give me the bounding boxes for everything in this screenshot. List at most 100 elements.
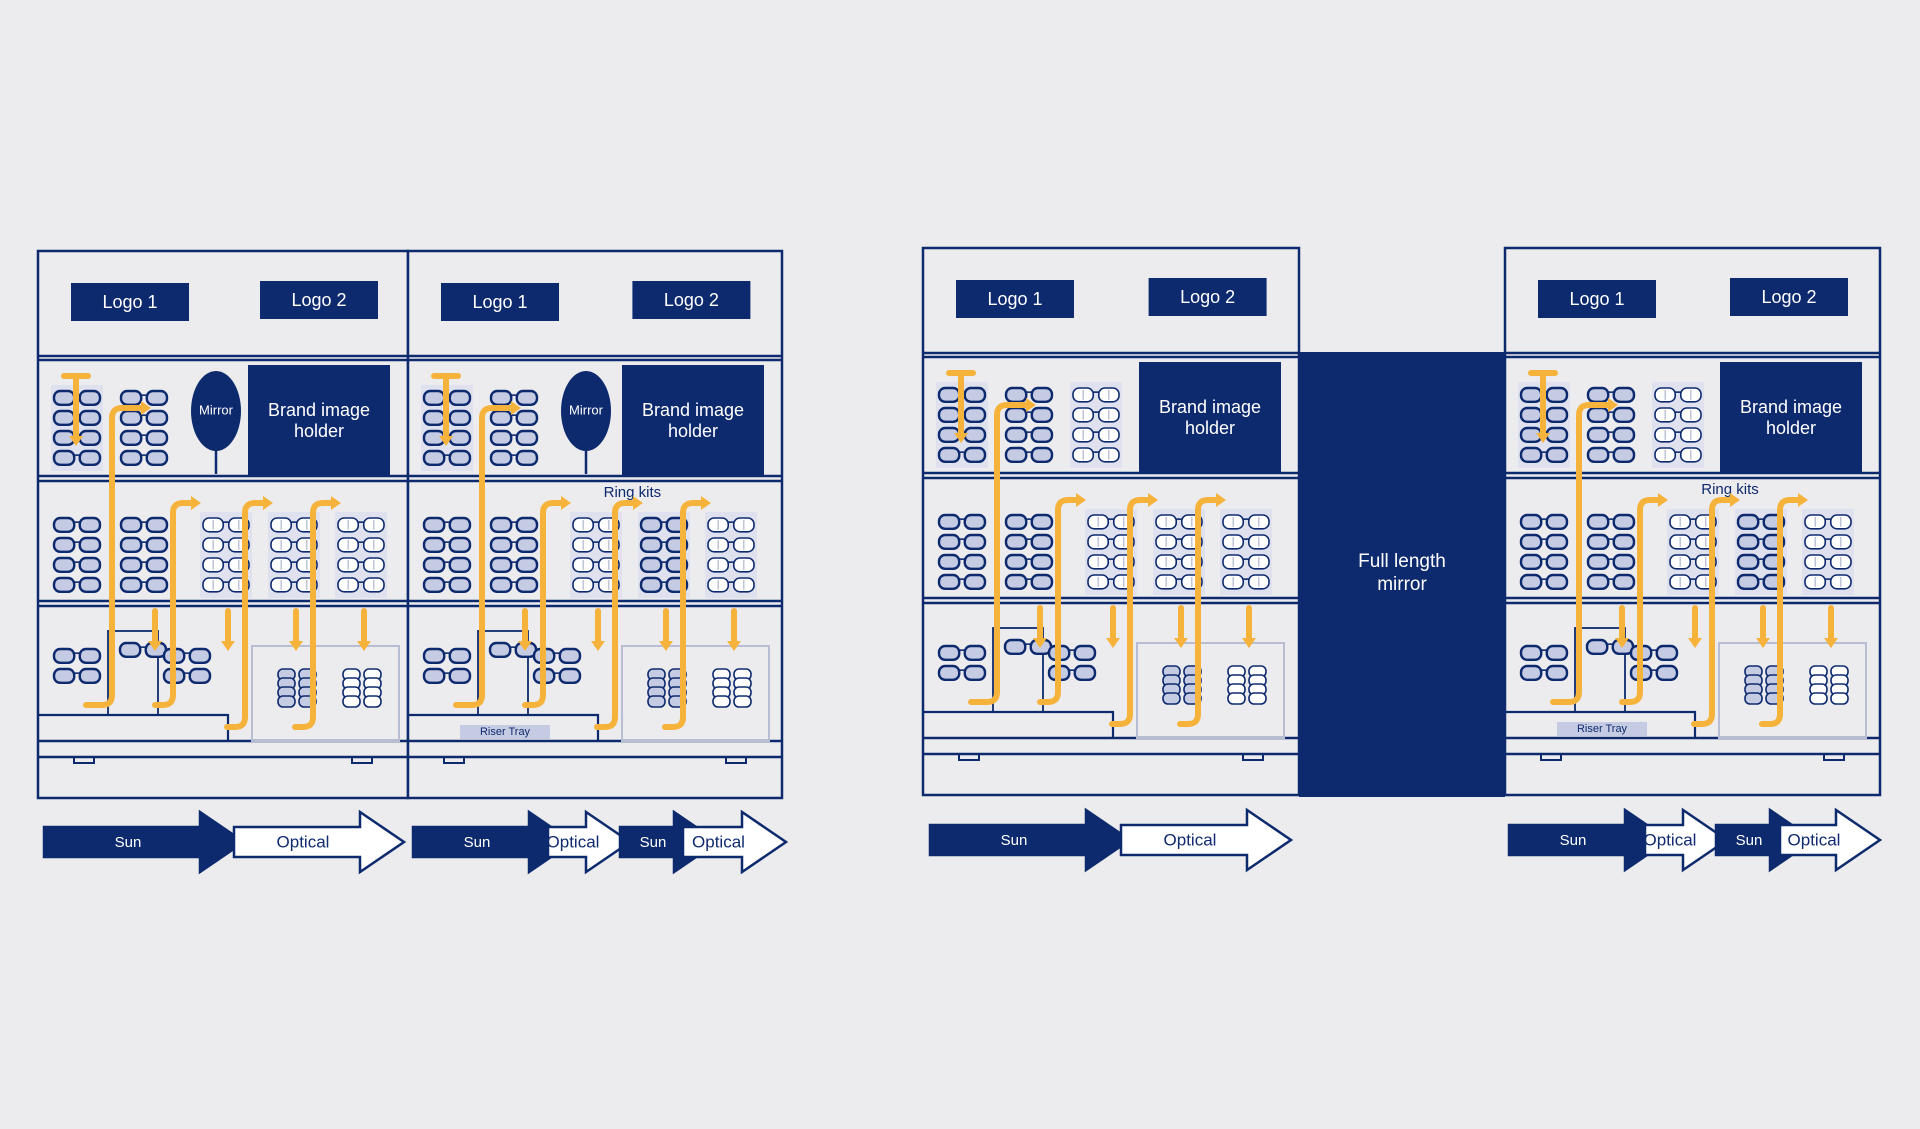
optical-arrow — [681, 809, 789, 875]
sunglasses-icon — [639, 536, 689, 554]
optical-label: Optical — [547, 832, 600, 851]
flow-arrow-icon — [292, 500, 336, 730]
logo-1-box — [1538, 280, 1656, 318]
lens-right — [963, 513, 987, 531]
flow-arrowhead — [1798, 493, 1808, 507]
lens-right — [1030, 426, 1054, 444]
lens-left — [1585, 638, 1609, 656]
logo-2: Logo 2 — [1148, 278, 1267, 316]
lens-left — [639, 576, 663, 594]
full-length-mirror-label-1: Full length — [1358, 551, 1446, 572]
lens-right — [515, 576, 539, 594]
lens-left — [489, 389, 513, 407]
lens-right — [733, 695, 752, 708]
lens-right — [188, 647, 212, 665]
sunglasses-icon — [937, 406, 987, 424]
glasses-column — [1004, 386, 1054, 464]
lens-right — [78, 429, 102, 447]
lens-left — [52, 389, 76, 407]
sunglasses-icon — [489, 516, 539, 534]
foot — [351, 756, 373, 764]
brand-image-label-1: Brand image — [1159, 397, 1261, 417]
glasses-column — [1070, 382, 1122, 468]
lens-left — [1736, 573, 1760, 591]
sunglasses-icon — [937, 573, 987, 591]
sunglasses-icon — [52, 516, 102, 534]
optical-frame-icon — [1072, 387, 1120, 403]
glasses-column — [119, 389, 169, 467]
sunglasses-icon — [1004, 426, 1054, 444]
optical-frame-icon — [707, 557, 755, 573]
lens-right — [1030, 553, 1054, 571]
logo-2-box — [1148, 278, 1267, 316]
glasses-column — [937, 644, 987, 682]
full-length-mirror-label-2: mirror — [1377, 574, 1427, 595]
sunglasses-icon — [162, 647, 212, 665]
riser-block — [992, 627, 1044, 713]
mirror-oval — [561, 371, 611, 451]
glasses-column — [51, 385, 103, 471]
lens-right — [1073, 644, 1097, 662]
lens-right — [78, 409, 102, 427]
logo-1-label: Logo 1 — [472, 292, 527, 312]
lens-left — [639, 556, 663, 574]
sunglasses-icon — [1586, 446, 1636, 464]
riser-block — [107, 630, 159, 716]
glasses-column — [1519, 644, 1569, 682]
lens-right — [1545, 406, 1569, 424]
lens-left — [489, 429, 513, 447]
lens-right — [1545, 386, 1569, 404]
lens-right — [78, 667, 102, 685]
lens-right — [448, 536, 472, 554]
lens-left — [489, 516, 513, 534]
optical-frame-icon — [1072, 407, 1120, 423]
lens-left — [422, 516, 446, 534]
lens-left — [1519, 386, 1543, 404]
lens-left — [342, 695, 361, 708]
lens-right — [1612, 446, 1636, 464]
lens-right — [963, 573, 987, 591]
lens-left — [52, 449, 76, 467]
lens-right — [448, 389, 472, 407]
sunglasses-icon — [1004, 553, 1054, 571]
lens-right — [1030, 406, 1054, 424]
riser-tray: Riser Tray — [1557, 722, 1647, 736]
lens-right — [1612, 513, 1636, 531]
riser-block — [1574, 627, 1626, 713]
lens-left — [1004, 573, 1028, 591]
brand-image-label-2: holder — [1766, 418, 1816, 438]
logo-2: Logo 2 — [1730, 278, 1848, 316]
sunglasses-icon — [52, 576, 102, 594]
flow-arrows — [1528, 370, 1838, 727]
flow-arrows — [946, 370, 1256, 727]
flow-arrowhead — [1615, 638, 1629, 648]
sunglasses-icon — [119, 389, 169, 407]
optical-label: Optical — [1788, 830, 1841, 849]
optical-frame-icon — [1072, 447, 1120, 463]
optical-frame-icon — [337, 557, 385, 573]
flow-arrowhead — [1730, 493, 1740, 507]
lens-left — [1586, 446, 1610, 464]
lens-left — [639, 516, 663, 534]
sunglasses-icon — [422, 667, 472, 685]
sunglasses-icon — [1004, 573, 1054, 591]
logo-1-label: Logo 1 — [102, 292, 157, 312]
tray-outline — [621, 645, 770, 742]
flow-arrow-icon — [594, 500, 638, 730]
lens-left — [52, 536, 76, 554]
lens-left — [489, 556, 513, 574]
glasses-column — [1629, 644, 1679, 682]
lens-right — [1545, 446, 1569, 464]
optical-arrow — [546, 809, 633, 875]
category-arrow-icon: Optical — [681, 809, 789, 875]
brand-image-label-2: holder — [1185, 418, 1235, 438]
sunglasses-icon — [937, 513, 987, 531]
sun-label: Sun — [640, 834, 667, 851]
flow-arrowhead — [1216, 493, 1226, 507]
flow-arrowhead — [357, 641, 371, 651]
flow-arrowhead — [727, 641, 741, 651]
lens-right — [448, 429, 472, 447]
lens-left — [1586, 386, 1610, 404]
optical-frame-icon — [270, 557, 318, 573]
